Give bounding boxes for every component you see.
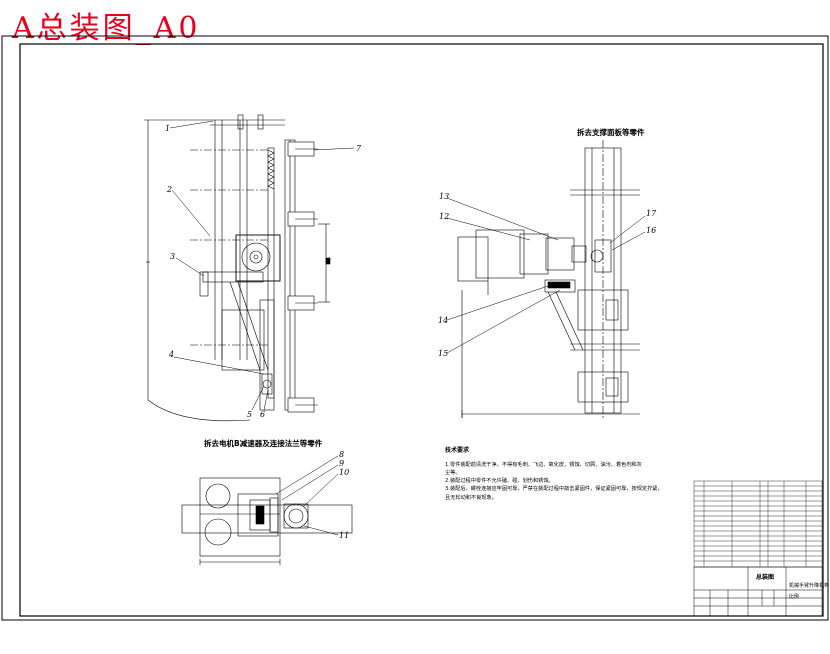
callout-13: 13 bbox=[439, 192, 449, 201]
callout-12: 12 bbox=[439, 212, 449, 221]
bottom-left-view bbox=[181, 477, 353, 565]
callout-6: 6 bbox=[260, 410, 265, 419]
notes-line-1: 1.零件装配前清洗干净，不得有毛刺、飞边、氧化皮、锈蚀、切屑、油污、着色剂和灰 bbox=[445, 462, 642, 469]
parts-list bbox=[693, 480, 823, 568]
notes-heading: 技术要求 bbox=[445, 447, 470, 454]
drawing-title: A总装图_A0 bbox=[12, 11, 201, 46]
notes-line-3: 3.装配后，螺栓连接应牢固可靠，严禁在装配过程中敲击紧固件，保证紧固可靠，按规定… bbox=[445, 486, 663, 493]
title-block-scale-label: 比例 bbox=[789, 594, 800, 600]
notes-line-2: 2.装配过程中零件不允许磕、碰、划伤和锈蚀。 bbox=[445, 478, 554, 485]
notes-line-3b: 且无松动和不良现象。 bbox=[445, 494, 497, 501]
left-main-view bbox=[144, 114, 331, 422]
bottom-left-view-title: 拆去电机B减速器及连接法兰等零件 bbox=[204, 439, 323, 448]
callout-2: 2 bbox=[166, 185, 172, 194]
callout-7: 7 bbox=[356, 144, 362, 153]
callout-17: 17 bbox=[646, 209, 657, 218]
callout-5: 5 bbox=[247, 410, 252, 419]
callout-15: 15 bbox=[438, 349, 448, 358]
callout-10: 10 bbox=[339, 468, 349, 477]
title-block-drawing-name: 总装图 bbox=[756, 574, 775, 581]
inner-frame bbox=[19, 43, 824, 617]
callout-1: 1 bbox=[165, 124, 170, 133]
right-view-title: 拆去支撑面板等零件 bbox=[577, 128, 645, 137]
right-leaders bbox=[446, 197, 646, 354]
left-leaders bbox=[169, 120, 355, 411]
callout-9: 9 bbox=[339, 459, 344, 468]
callout-14: 14 bbox=[438, 316, 448, 325]
outer-frame bbox=[1, 35, 829, 621]
bottom-left-leaders bbox=[275, 455, 339, 536]
technical-notes: 技术要求 1.零件装配前清洗干净，不得有毛刺、飞边、氧化皮、锈蚀、切屑、油污、着… bbox=[445, 446, 685, 502]
title-block bbox=[693, 566, 823, 617]
callout-3: 3 bbox=[170, 252, 175, 261]
title-block-company: 机械手臂升降机构 bbox=[789, 583, 830, 589]
callout-11: 11 bbox=[339, 531, 349, 540]
callout-16: 16 bbox=[646, 226, 656, 235]
callout-8: 8 bbox=[339, 450, 344, 459]
right-view bbox=[457, 140, 640, 420]
callout-4: 4 bbox=[168, 350, 174, 359]
notes-line-1b: 尘等。 bbox=[445, 470, 461, 477]
